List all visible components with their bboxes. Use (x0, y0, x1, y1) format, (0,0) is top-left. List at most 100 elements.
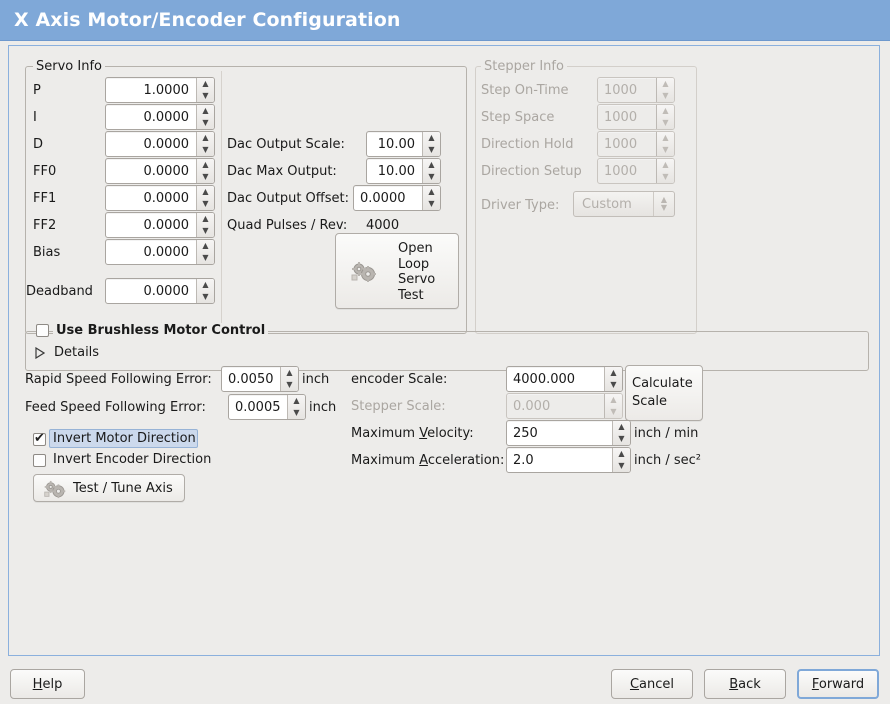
spin-down-icon[interactable]: ▼ (286, 380, 293, 389)
spin-up-icon[interactable]: ▲ (202, 241, 209, 250)
invert-motor-direction-checkbox[interactable] (33, 431, 46, 446)
dac-output-scale-label: Dac Output Scale: (227, 137, 345, 152)
spin-down-icon[interactable]: ▼ (202, 226, 209, 235)
maximum-acceleration-input[interactable]: 2.0 ▲▼ (506, 447, 631, 473)
quad-pulses-value: 4000 (366, 218, 400, 233)
servo-label-ff0: FF0 (33, 164, 57, 179)
dac-max-output-stepper[interactable]: ▲▼ (422, 159, 440, 183)
open-loop-line-1: Open (398, 241, 433, 256)
dac-output-offset-stepper[interactable]: ▲▼ (422, 186, 440, 210)
test-tune-axis-button[interactable]: Test / Tune Axis (33, 474, 185, 502)
dac-output-scale-stepper[interactable]: ▲▼ (422, 132, 440, 156)
rapid-following-error-stepper[interactable]: ▲▼ (280, 367, 298, 391)
servo-input-ff1[interactable]: 0.0000 ▲▼ (105, 185, 215, 211)
brushless-frame (25, 331, 869, 371)
details-label[interactable]: Details (54, 345, 100, 360)
test-tune-axis-label: Test / Tune Axis (73, 480, 173, 496)
spin-down-icon[interactable]: ▼ (293, 408, 300, 417)
spin-up-icon[interactable]: ▲ (202, 106, 209, 115)
servo-input-ff2[interactable]: 0.0000 ▲▼ (105, 212, 215, 238)
dac-output-scale-input[interactable]: 10.00 ▲▼ (366, 131, 441, 157)
feed-following-error-input[interactable]: 0.0005 ▲▼ (228, 394, 306, 420)
maximum-velocity-label-post: elocity: (427, 426, 474, 441)
spin-down-icon[interactable]: ▼ (202, 172, 209, 181)
servo-input-bias-stepper[interactable]: ▲▼ (196, 240, 214, 264)
help-button[interactable]: Help (10, 669, 85, 699)
spin-down-icon[interactable]: ▼ (428, 172, 435, 181)
maximum-acceleration-unit: inch / sec² (634, 453, 702, 468)
spin-up-icon[interactable]: ▲ (428, 187, 435, 196)
servo-input-d[interactable]: 0.0000 ▲▼ (105, 131, 215, 157)
spin-down-icon: ▼ (662, 172, 669, 181)
forward-button-label: orward (818, 676, 865, 692)
spin-up-icon[interactable]: ▲ (428, 133, 435, 142)
spin-down-icon[interactable]: ▼ (618, 434, 625, 443)
open-loop-servo-test-button[interactable]: Open Loop Servo Test (335, 233, 459, 309)
use-brushless-checkbox[interactable] (36, 324, 49, 337)
servo-input-deadband-stepper[interactable]: ▲▼ (196, 279, 214, 303)
spin-down-icon[interactable]: ▼ (202, 253, 209, 262)
servo-input-ff2-stepper[interactable]: ▲▼ (196, 213, 214, 237)
servo-input-i-stepper[interactable]: ▲▼ (196, 105, 214, 129)
spin-up-icon: ▲ (610, 395, 617, 404)
spin-up-icon[interactable]: ▲ (202, 187, 209, 196)
servo-input-p[interactable]: 1.0000 ▲▼ (105, 77, 215, 103)
spin-down-icon[interactable]: ▼ (618, 461, 625, 470)
invert-motor-direction-label[interactable]: Invert Motor Direction (53, 431, 196, 446)
back-button[interactable]: Back (704, 669, 786, 699)
calculate-scale-button[interactable]: Calculate Scale (625, 365, 703, 421)
spin-up-icon[interactable]: ▲ (202, 280, 209, 289)
spin-down-icon[interactable]: ▼ (428, 145, 435, 154)
servo-input-ff1-stepper[interactable]: ▲▼ (196, 186, 214, 210)
maximum-acceleration-stepper[interactable]: ▲▼ (612, 448, 630, 472)
encoder-scale-value: 4000.000 (513, 371, 576, 387)
spin-up-icon[interactable]: ▲ (428, 160, 435, 169)
feed-following-error-stepper[interactable]: ▲▼ (287, 395, 305, 419)
spin-down-icon[interactable]: ▼ (202, 199, 209, 208)
servo-input-ff0-stepper[interactable]: ▲▼ (196, 159, 214, 183)
spin-up-icon[interactable]: ▲ (618, 422, 625, 431)
cancel-button[interactable]: Cancel (611, 669, 693, 699)
servo-input-d-stepper[interactable]: ▲▼ (196, 132, 214, 156)
dac-output-offset-label: Dac Output Offset: (227, 191, 349, 206)
spin-up-icon[interactable]: ▲ (202, 79, 209, 88)
spin-down-icon: ▼ (610, 407, 617, 416)
spin-down-icon[interactable]: ▼ (610, 380, 617, 389)
servo-label-ff2: FF2 (33, 218, 57, 233)
spin-down-icon: ▼ (662, 118, 669, 127)
spin-up-icon[interactable]: ▲ (202, 214, 209, 223)
spin-up-icon[interactable]: ▲ (202, 133, 209, 142)
spin-down-icon[interactable]: ▼ (202, 292, 209, 301)
spin-up-icon[interactable]: ▲ (286, 368, 293, 377)
dac-max-output-value: 10.00 (377, 163, 415, 179)
driver-type-value: Custom (582, 196, 632, 212)
maximum-acceleration-label-key: A (419, 453, 428, 468)
servo-input-p-stepper[interactable]: ▲▼ (196, 78, 214, 102)
dac-max-output-input[interactable]: 10.00 ▲▼ (366, 158, 441, 184)
invert-encoder-direction-checkbox[interactable] (33, 454, 46, 467)
maximum-velocity-value: 250 (513, 425, 538, 441)
maximum-velocity-stepper[interactable]: ▲▼ (612, 421, 630, 445)
spin-down-icon[interactable]: ▼ (202, 145, 209, 154)
servo-input-ff0[interactable]: 0.0000 ▲▼ (105, 158, 215, 184)
encoder-scale-stepper[interactable]: ▲▼ (604, 367, 622, 391)
servo-input-i[interactable]: 0.0000 ▲▼ (105, 104, 215, 130)
servo-input-deadband[interactable]: 0.0000 ▲▼ (105, 278, 215, 304)
driver-type-label: Driver Type: (481, 198, 560, 213)
maximum-velocity-input[interactable]: 250 ▲▼ (506, 420, 631, 446)
spin-up-icon[interactable]: ▲ (293, 396, 300, 405)
servo-input-bias[interactable]: 0.0000 ▲▼ (105, 239, 215, 265)
spin-down-icon[interactable]: ▼ (428, 199, 435, 208)
dac-output-offset-input[interactable]: 0.0000 ▲▼ (353, 185, 441, 211)
invert-encoder-direction-label[interactable]: Invert Encoder Direction (53, 452, 212, 467)
spin-down-icon[interactable]: ▼ (202, 91, 209, 100)
spin-up-icon[interactable]: ▲ (202, 160, 209, 169)
cancel-button-label: ancel (639, 676, 675, 692)
rapid-following-error-input[interactable]: 0.0050 ▲▼ (221, 366, 299, 392)
step-space-label: Step Space (481, 110, 555, 125)
encoder-scale-input[interactable]: 4000.000 ▲▼ (506, 366, 623, 392)
spin-up-icon[interactable]: ▲ (610, 368, 617, 377)
spin-down-icon[interactable]: ▼ (202, 118, 209, 127)
forward-button[interactable]: Forward (797, 669, 879, 699)
spin-up-icon[interactable]: ▲ (618, 449, 625, 458)
